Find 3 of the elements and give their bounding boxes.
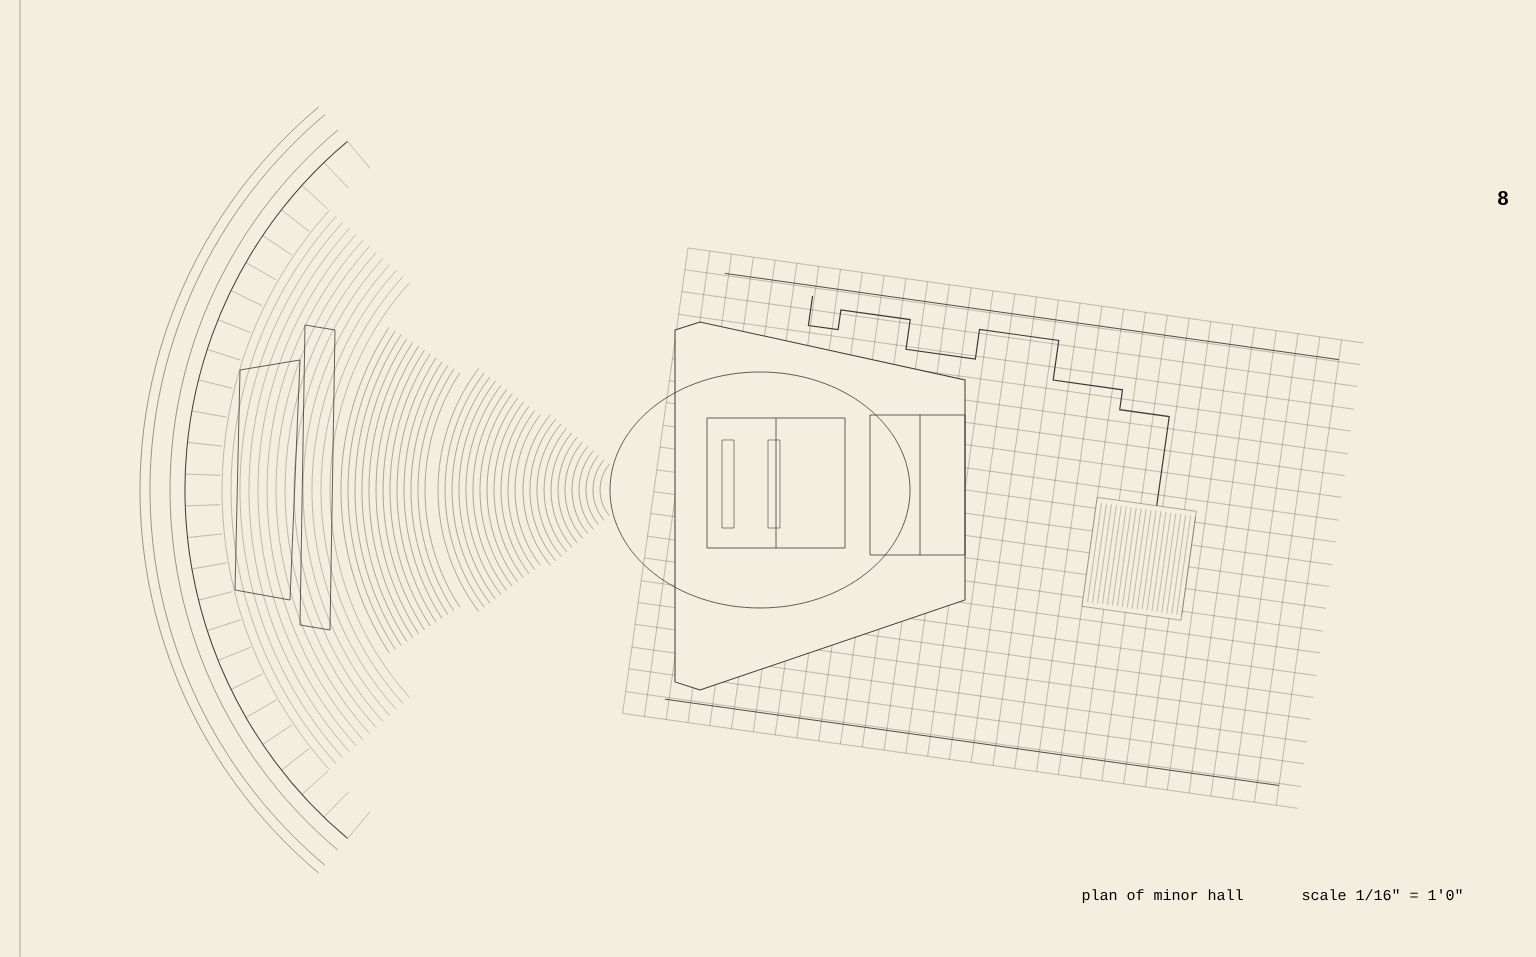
scale-note: scale 1/16" = 1'0" bbox=[1302, 889, 1462, 901]
caption: plan of minor hall bbox=[1082, 889, 1243, 904]
page-number: 8 bbox=[1498, 190, 1508, 206]
